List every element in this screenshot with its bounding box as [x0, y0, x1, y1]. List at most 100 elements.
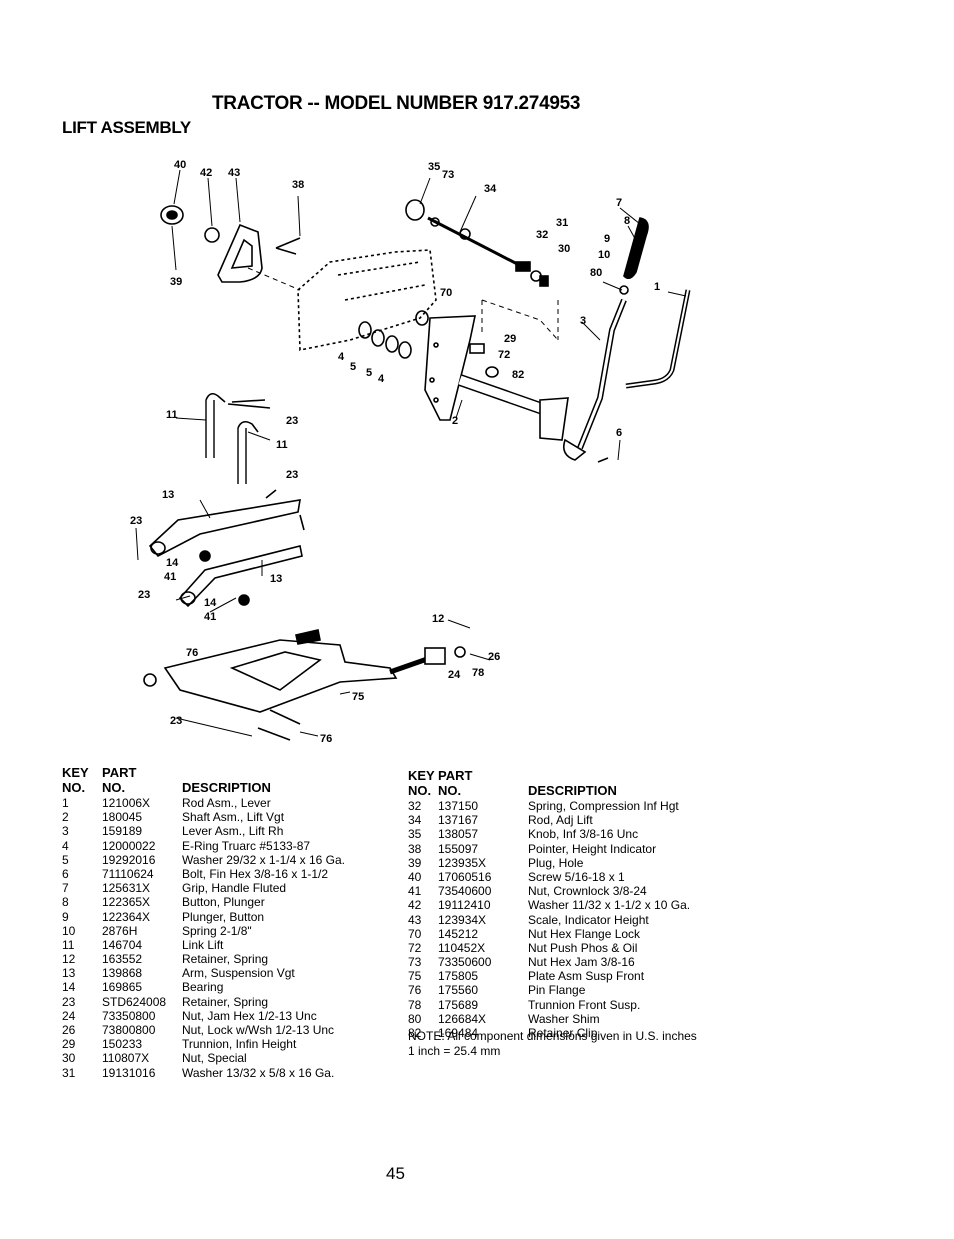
table-header-row-2: NO. NO. DESCRIPTION — [408, 783, 738, 799]
part-description: Grip, Handle Fluted — [182, 881, 287, 896]
callout-label: 23 — [130, 515, 142, 527]
table-header-row-1: KEY PART — [62, 765, 402, 781]
callout-label: 39 — [170, 276, 182, 288]
callout-label: 82 — [512, 369, 524, 381]
page-title: TRACTOR -- MODEL NUMBER 917.274953 — [212, 93, 581, 114]
part-description: Retainer, Spring — [182, 952, 269, 967]
key-number: 75 — [408, 969, 422, 984]
key-number: 30 — [62, 1051, 76, 1066]
callout-label: 34 — [484, 183, 497, 195]
part-number: 180045 — [102, 810, 143, 825]
callout-label: 72 — [498, 349, 510, 361]
key-number: 32 — [408, 799, 422, 813]
callout-label: 23 — [170, 715, 182, 727]
callout-label: 32 — [536, 229, 548, 241]
callout-label: 76 — [186, 647, 198, 659]
part-description: Bolt, Fin Hex 3/8-16 x 1-1/2 — [182, 866, 329, 881]
key-number: 73 — [408, 955, 422, 970]
key-header: KEY — [62, 765, 89, 780]
key-no-header: NO. — [62, 780, 86, 795]
key-number: 5 — [62, 852, 69, 867]
callout-label: 70 — [440, 287, 452, 299]
part-number: 150233 — [102, 1037, 143, 1052]
callout-label: 41 — [204, 611, 216, 623]
callout-label: 4 — [378, 373, 385, 385]
part-number: 12000022 — [102, 838, 156, 853]
part-number: 73350800 — [102, 1008, 156, 1023]
part-description: Nut, Jam Hex 1/2-13 Unc — [182, 1008, 317, 1023]
callout-label: 11 — [276, 439, 288, 451]
table-header-row-2: NO. NO. DESCRIPTION — [62, 780, 402, 796]
page-number: 45 — [386, 1164, 405, 1183]
callout-label: 42 — [200, 167, 212, 179]
callout-label: 26 — [488, 651, 500, 663]
front-plate-drawing — [143, 629, 466, 741]
key-number: 10 — [62, 923, 76, 938]
callout-label: 1 — [654, 281, 660, 293]
part-number: 19131016 — [102, 1065, 156, 1080]
part-number: 138057 — [438, 827, 479, 842]
part-description: Pin Flange — [528, 983, 586, 998]
part-description: Retainer Clip — [528, 1026, 598, 1040]
part-number: 2876H — [102, 923, 138, 938]
key-number: 14 — [62, 980, 76, 995]
part-number: 169865 — [102, 980, 143, 995]
part-number: 110452X — [438, 940, 486, 955]
key-number: 78 — [408, 997, 422, 1012]
knob-part-drawing — [160, 205, 301, 283]
key-number: 29 — [62, 1037, 76, 1052]
callout-label: 29 — [504, 333, 516, 345]
part-number: STD624008 — [102, 994, 167, 1009]
part-description: Washer 11/32 x 1-1/2 x 10 Ga. — [528, 898, 691, 913]
part-description: Spring 2-1/8" — [182, 923, 252, 938]
callout-label: 13 — [162, 489, 174, 501]
part-number: 175560 — [438, 983, 479, 998]
callout-label: 14 — [204, 597, 217, 609]
callout-label: 76 — [320, 733, 332, 745]
note-line-1: NOTE: All component dimensions given in … — [408, 1029, 697, 1043]
part-number: 73540600 — [438, 884, 492, 899]
part-description: Pointer, Height Indicator — [528, 841, 657, 856]
part-description: Button, Plunger — [182, 895, 265, 910]
part-number: 145212 — [438, 926, 479, 941]
table-header-row-1: KEY PART — [408, 768, 738, 784]
part-description: Plug, Hole — [528, 855, 584, 870]
description-header: DESCRIPTION — [182, 780, 271, 795]
callout-label: 73 — [442, 169, 454, 181]
callout-label: 12 — [432, 613, 444, 625]
callout-label: 31 — [556, 217, 568, 229]
callout-label: 9 — [604, 233, 610, 245]
part-number: 137167 — [438, 813, 479, 828]
part-description: Shaft Asm., Lift Vgt — [182, 810, 285, 825]
callout-label: 75 — [352, 691, 364, 703]
callout-label: 35 — [428, 161, 440, 173]
key-number: 9 — [62, 909, 69, 924]
callout-label: 43 — [228, 167, 240, 179]
part-number: 125631X — [102, 881, 151, 896]
part-number: 137150 — [438, 799, 479, 813]
key-number: 40 — [408, 869, 422, 884]
suspension-arm-drawing — [148, 489, 305, 608]
key-number: 80 — [408, 1011, 422, 1026]
callout-label: 80 — [590, 267, 602, 279]
part-description: Nut, Special — [182, 1051, 247, 1066]
part-number: 121006X — [102, 796, 151, 810]
